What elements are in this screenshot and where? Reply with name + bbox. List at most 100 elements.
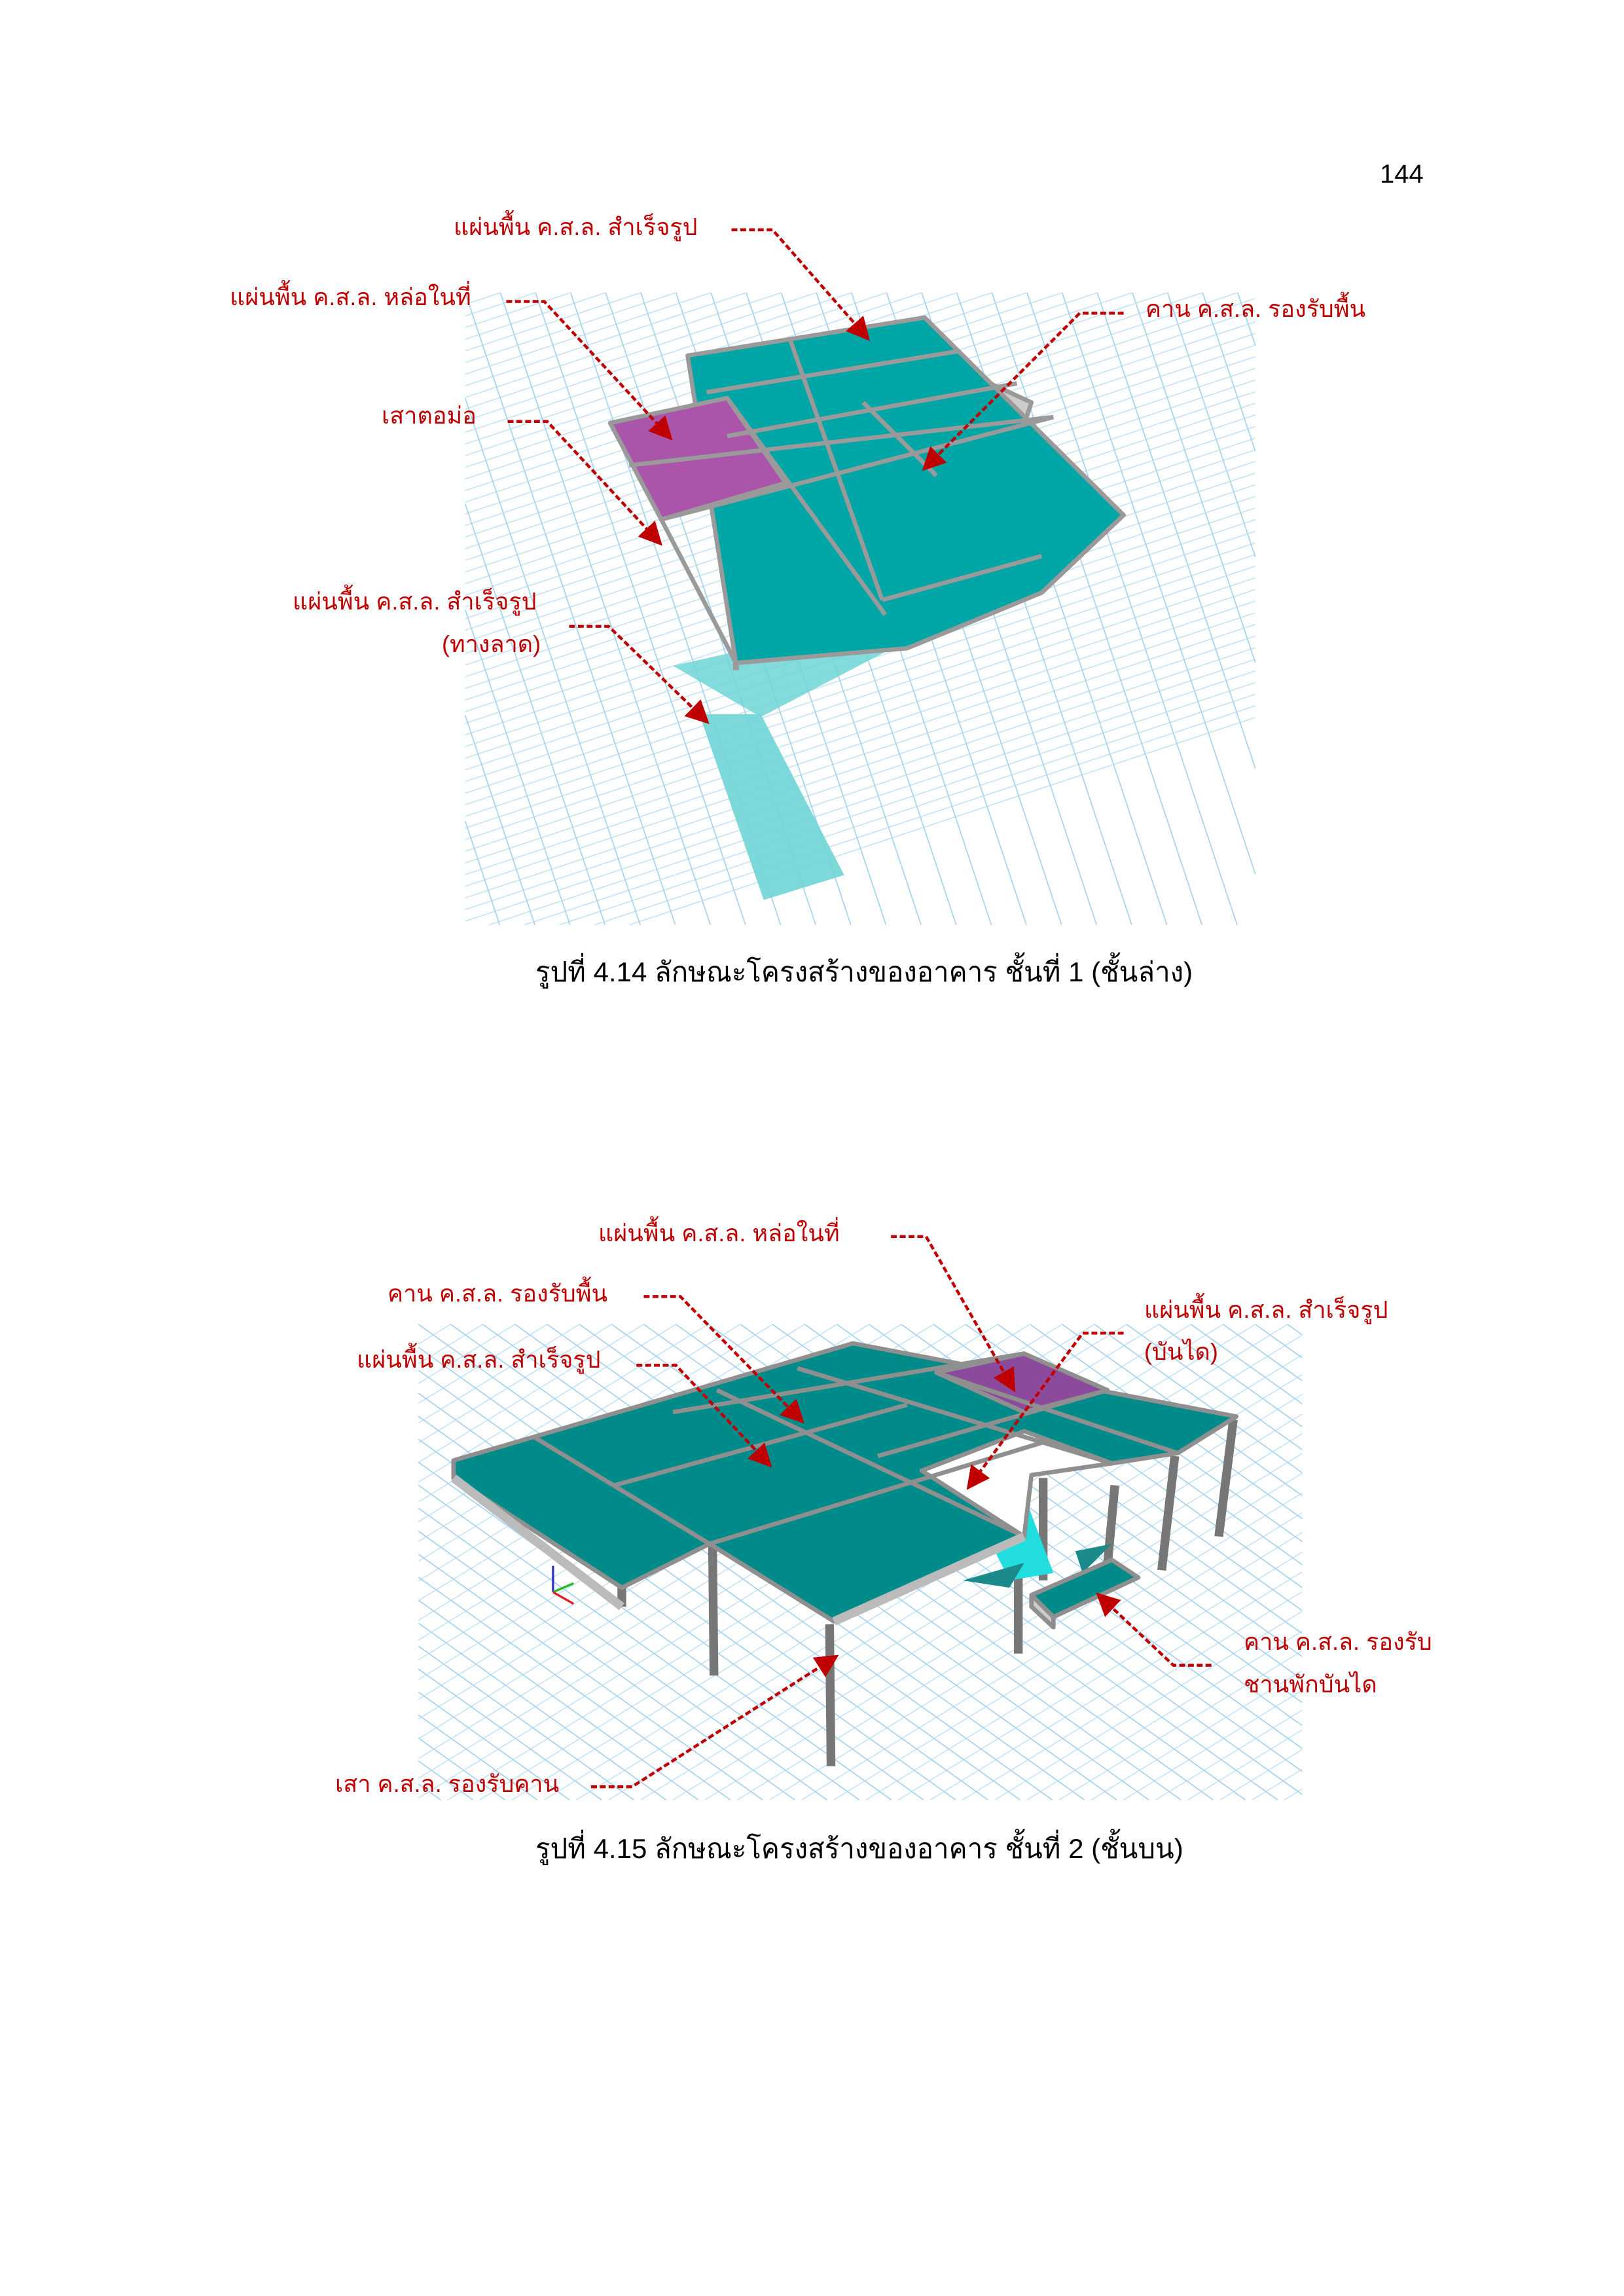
grid-line [418,1324,548,1404]
axis-triad-icon [552,1565,575,1605]
ramp-slab [699,714,844,900]
leader-arrows [506,228,1212,1789]
label-stair-slab-sub: (บันได) [1144,1338,1218,1365]
label-cast-in-place-slab: แผ่นพื้น ค.ส.ล. หล่อในที่ [598,1220,840,1247]
grid-line [1058,1650,1303,1801]
grid-line [1123,1690,1303,1801]
grid-line [418,1347,1053,1800]
grid-line [1237,292,1256,346]
label-landing-beam-sub: ชานพักบันได [1244,1671,1377,1698]
grid-line [465,565,1256,829]
grid-line [465,292,852,422]
grid-line [465,292,641,352]
grid-line [1061,292,1256,875]
arrow-precast-slab-1 [731,228,871,341]
grid-line [929,1571,1303,1801]
grid-line [704,1433,1303,1801]
grid-line [465,292,817,410]
grid-line [418,1668,602,1800]
arrow-floor-beam-2 [643,1295,804,1424]
grid-line [524,682,1256,926]
grid-line [1219,1749,1303,1801]
grid-line [418,1324,516,1385]
grid-line [418,1576,731,1800]
grid-line [418,1554,763,1800]
grid-line [418,1760,474,1800]
grid-line [464,398,641,925]
grid-line [465,554,1256,817]
arrow-cip-slab-1 [506,300,673,441]
grid-line [418,1324,484,1364]
grid-line [465,292,571,329]
grid-line [1284,1788,1303,1801]
label-precast-slab: แผ่นพื้น ค.ส.ล. สำเร็จรูป [357,1346,601,1373]
grid-line [465,577,1256,841]
grid-line [801,1492,1303,1801]
grid-line [418,1599,699,1800]
grid-line [769,1472,1303,1801]
arrow-stub-column [507,420,662,546]
grid-line [418,1737,506,1800]
grid-line [418,1324,451,1345]
arrow-floor-beam-1 [922,312,1124,471]
grid-line [465,542,1256,806]
grid-line [1096,292,1256,769]
grid-line [465,647,1256,911]
grid-line [897,1552,1303,1801]
page-number: 144 [1380,160,1424,189]
grid-line [418,1324,644,1463]
grid-line [1202,292,1256,452]
label-beam-column: เสา ค.ส.ล. รองรับคาน [335,1770,560,1797]
figure-2-caption: รูปที่ 4.15 ลักษณะโครงสร้างของอาคาร ชั้น… [535,1833,1183,1864]
grid-line [994,1611,1303,1801]
label-landing-beam: คาน ค.ส.ล. รองรับ [1244,1628,1432,1655]
grid-line [418,1691,570,1800]
arrow-landing-beam [1096,1592,1212,1667]
figure-1-caption: รูปที่ 4.14 ลักษณะโครงสร้างของอาคาร ชั้น… [535,957,1193,987]
grid-line [962,1591,1303,1801]
grid-line [559,693,1256,926]
grid-line [465,600,1256,864]
grid-line [640,1393,1303,1801]
grid-line [1190,1324,1303,1404]
arrow-ramp-slab [569,625,710,724]
grid-line [629,717,1256,926]
label-stub-column: เสาตอม่อ [382,402,477,429]
figure-2-model [450,1341,1239,1766]
arrow-cip-slab-2 [891,1235,1016,1393]
arrow-beam-column [590,1654,839,1789]
label-cast-in-place-slab: แผ่นพื้น ค.ส.ล. หล่อในที่ [230,283,471,310]
label-ramp-slab-sub: (ทางลาด) [442,630,541,657]
arrow-precast-slab-2 [636,1364,772,1468]
grid-line [465,292,747,387]
grid-line [465,292,536,317]
grid-line [465,292,676,363]
grid-line [865,1531,1303,1801]
landing-opening [919,1429,1115,1539]
grid-line [1166,292,1256,557]
grid-line [489,670,1256,926]
grid-line [833,1512,1303,1801]
grid-line [1091,1670,1303,1801]
grid-line [465,292,712,375]
grid-line [418,1714,538,1800]
grid-line [1132,292,1256,663]
grid-line [465,635,1256,899]
grid-line [594,705,1256,926]
grid-line [464,820,501,925]
grid-line [465,292,606,340]
grid-line [418,1645,634,1800]
label-floor-beam: คาน ค.ส.ล. รองรับพื้น [388,1280,608,1307]
arrow-stair-slab [966,1332,1124,1490]
label-precast-slab: แผ่นพื้น ค.ส.ล. สำเร็จรูป [454,213,698,240]
grid-line [418,1783,441,1800]
grid-line [465,612,1256,875]
grid-line [1255,1324,1303,1358]
grid-line [418,1324,612,1444]
grid-line [465,292,782,398]
grid-line [1187,1729,1303,1801]
grid-line [1287,1324,1303,1336]
grid-line [418,1507,827,1800]
grid-line [465,292,887,433]
